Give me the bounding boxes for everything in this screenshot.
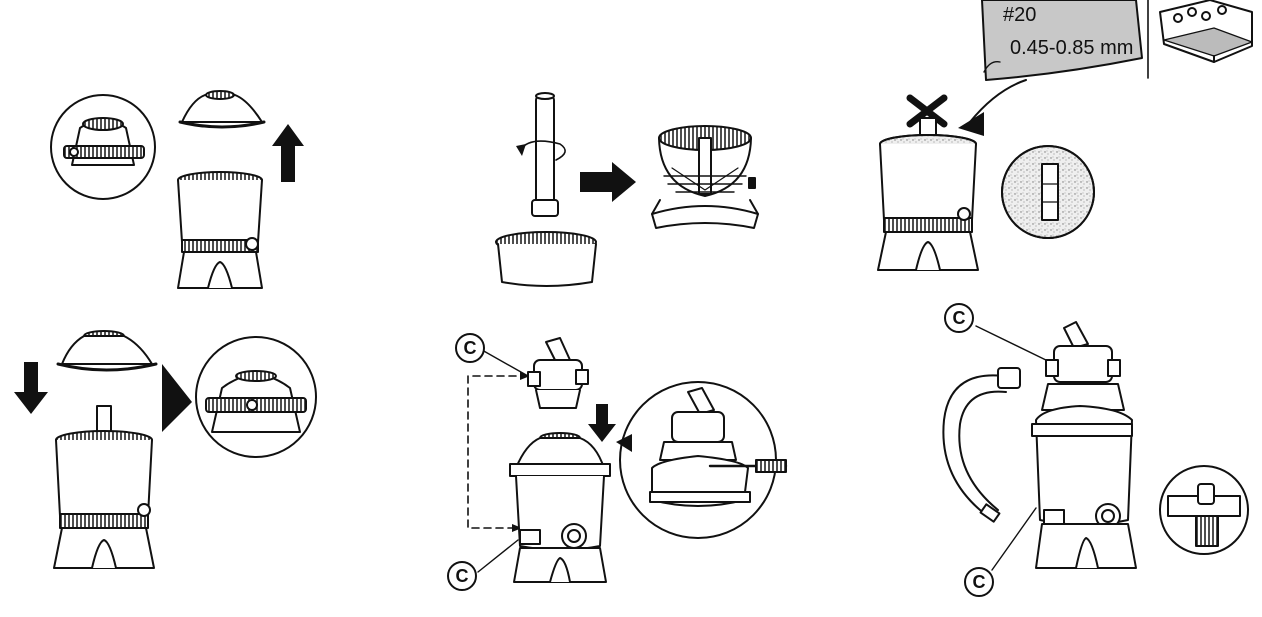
step4-down-arrow bbox=[14, 362, 48, 414]
x-mark-icon bbox=[910, 98, 944, 124]
step6-detail-circle bbox=[1160, 466, 1248, 554]
callout-c2-circle bbox=[448, 562, 476, 590]
callout-c3-circle bbox=[945, 304, 973, 332]
step4-replace-dome bbox=[14, 331, 316, 568]
step1-clamp bbox=[64, 146, 144, 158]
step3-fill-sand bbox=[878, 0, 1252, 270]
step2-right-arrow bbox=[580, 162, 636, 202]
dashed-connector bbox=[468, 376, 528, 528]
callout-c4-label: C bbox=[972, 572, 986, 592]
step1-remove-dome bbox=[51, 91, 304, 288]
step6-hose-connection bbox=[943, 322, 1248, 570]
sand-bag bbox=[982, 0, 1142, 80]
step5-install-valve bbox=[468, 338, 786, 582]
callout-c4-circle bbox=[965, 568, 993, 596]
step4-detail-circle bbox=[196, 337, 316, 457]
step2-pipe-assembly bbox=[496, 93, 758, 286]
sand-size-label: 0.45-0.85 mm bbox=[1010, 37, 1134, 59]
step2-pipe bbox=[536, 96, 554, 214]
callout-c1-label: C bbox=[463, 338, 477, 358]
step1-detail-circle bbox=[51, 95, 155, 199]
callout-c2-label: C bbox=[455, 566, 469, 586]
step1-up-arrow bbox=[272, 124, 304, 182]
callout-c3-label: C bbox=[952, 308, 966, 328]
sand-grade-label: #20 bbox=[1003, 4, 1037, 26]
callout-c1-circle bbox=[456, 334, 484, 362]
